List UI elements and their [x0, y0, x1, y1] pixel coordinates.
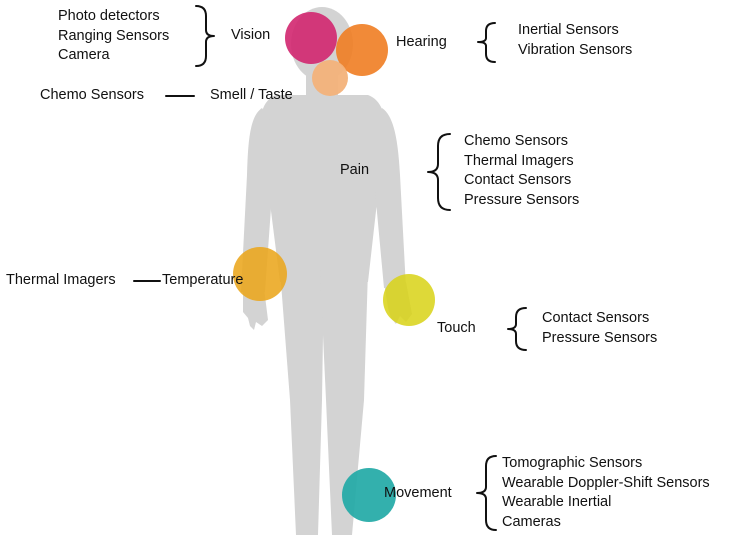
touch-sensor-list: Contact Sensors Pressure Sensors: [542, 309, 657, 348]
vision-sensor: Ranging Sensors: [58, 27, 169, 47]
vision-label: Vision: [231, 26, 270, 46]
vision-brace: [196, 6, 214, 66]
pain-sensor: Contact Sensors: [464, 171, 579, 191]
hearing-sensor: Vibration Sensors: [518, 41, 632, 61]
hearing-brace: [478, 23, 495, 62]
touch-marker: [383, 274, 435, 326]
smell-sensor: Chemo Sensors: [40, 86, 144, 106]
touch-brace: [508, 308, 526, 350]
temperature-sensor: Thermal Imagers: [6, 271, 116, 291]
touch-sensor: Pressure Sensors: [542, 329, 657, 349]
movement-label: Movement: [384, 484, 452, 504]
vision-marker: [285, 12, 337, 64]
pain-label: Pain: [340, 161, 369, 181]
movement-sensor: Cameras: [502, 513, 710, 533]
hearing-sensor: Inertial Sensors: [518, 21, 632, 41]
vision-sensor: Photo detectors: [58, 7, 169, 27]
smell-taste-label: Smell / Taste: [210, 86, 293, 106]
touch-sensor: Contact Sensors: [542, 309, 657, 329]
pain-sensor: Thermal Imagers: [464, 152, 579, 172]
pain-brace: [428, 134, 450, 210]
movement-sensor: Wearable Inertial: [502, 493, 710, 513]
vision-sensor-list: Photo detectors Ranging Sensors Camera: [58, 7, 169, 66]
temperature-label: Temperature: [162, 271, 243, 291]
movement-brace: [477, 456, 496, 530]
pain-sensor: Pressure Sensors: [464, 191, 579, 211]
movement-sensor: Wearable Doppler-Shift Sensors: [502, 474, 710, 494]
pain-sensor: Chemo Sensors: [464, 132, 579, 152]
touch-label: Touch: [437, 319, 476, 339]
vision-sensor: Camera: [58, 46, 169, 66]
movement-sensor: Tomographic Sensors: [502, 454, 710, 474]
smell-taste-marker: [312, 60, 348, 96]
hearing-sensor-list: Inertial Sensors Vibration Sensors: [518, 21, 632, 60]
movement-sensor-list: Tomographic Sensors Wearable Doppler-Shi…: [502, 454, 710, 532]
pain-sensor-list: Chemo Sensors Thermal Imagers Contact Se…: [464, 132, 579, 210]
hearing-label: Hearing: [396, 33, 447, 53]
